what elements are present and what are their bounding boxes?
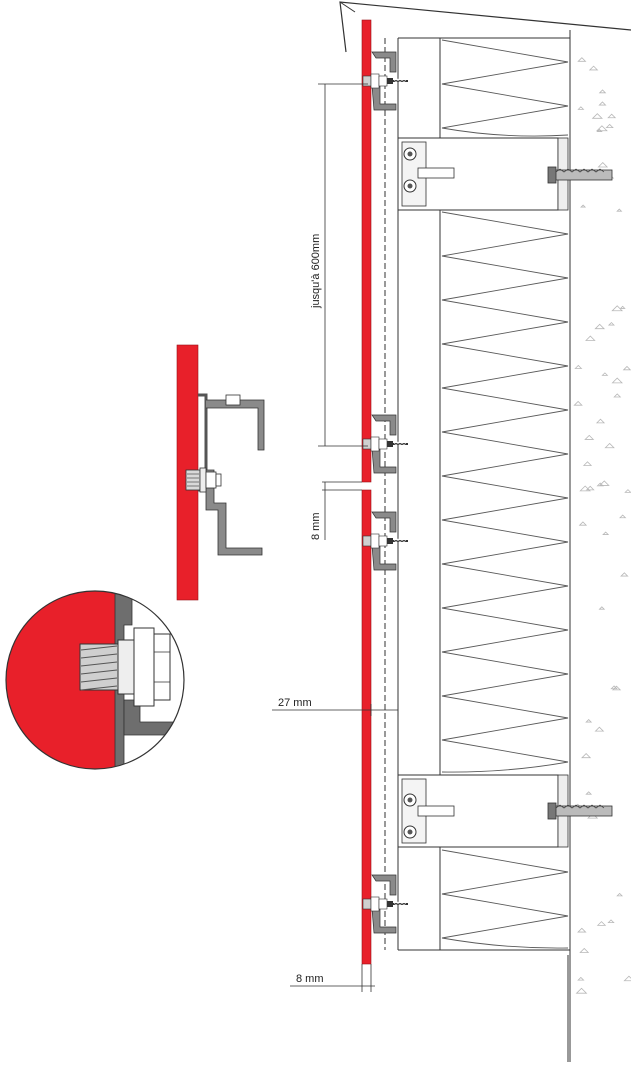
concrete-speck (619, 305, 626, 309)
concrete-speck (601, 372, 609, 376)
concrete-speck (577, 976, 585, 981)
concrete-speck (595, 418, 606, 424)
concrete-speck (580, 204, 587, 208)
concrete-speck (596, 921, 607, 926)
concrete-speck (613, 393, 622, 398)
rail-clip-icon (362, 51, 408, 111)
concrete-speck (624, 489, 631, 493)
cladding-panels (361, 19, 372, 965)
clip-detail (176, 344, 265, 601)
concrete-speck (622, 365, 631, 371)
concrete-speck (604, 442, 615, 449)
concrete-speck (594, 726, 605, 732)
concrete-speck (585, 719, 593, 723)
concrete-speck (578, 521, 588, 526)
top-coping (339, 1, 631, 53)
magnified-detail (5, 590, 185, 770)
concrete-speck (579, 485, 591, 492)
anchor-icon (547, 802, 613, 820)
rail-clips (362, 51, 408, 934)
concrete-speck (607, 321, 615, 326)
concrete-speck (588, 65, 599, 71)
anchor-icon (547, 166, 613, 184)
concrete-speck (597, 162, 609, 168)
concrete-speck (581, 753, 592, 759)
concrete-speck (619, 514, 627, 519)
concrete-speck (591, 113, 603, 119)
cavity-depth-label: 27 mm (278, 697, 312, 709)
cladding-panel-upper (361, 19, 372, 483)
wall-bracket-upper (397, 137, 569, 211)
concrete-speck (585, 335, 596, 341)
concrete-speck (577, 106, 585, 110)
concrete-speck (611, 305, 624, 312)
concrete-speck (620, 572, 629, 577)
joint-gap-label: 8 mm (310, 513, 322, 541)
cladding-panel-lower (361, 489, 372, 965)
dimension-spacing: jusqu'à 600mm (310, 83, 368, 447)
dimension-joint-gap: 8 mm (310, 481, 362, 541)
concrete-speck (585, 791, 593, 795)
concrete-speck (611, 377, 623, 384)
concrete-speck (573, 400, 583, 406)
bolt-icon (79, 627, 171, 707)
concrete-speck (585, 485, 595, 491)
concrete-speck (577, 57, 587, 62)
wall-bracket-lower (397, 774, 569, 848)
spacing-label: jusqu'à 600mm (310, 234, 322, 309)
dimension-bottom-gap: 8 mm (290, 964, 375, 992)
rail-clip-icon (362, 511, 408, 571)
concrete-speck (616, 208, 623, 212)
bolt-icon (185, 467, 222, 493)
concrete-speck (607, 113, 617, 119)
concrete-speck (605, 123, 614, 129)
concrete-speck (582, 461, 593, 466)
concrete-speck (598, 101, 607, 106)
concrete-speck (596, 482, 604, 487)
concrete-wall (567, 30, 631, 1062)
concrete-speck (598, 480, 610, 486)
concrete-speck (574, 364, 583, 369)
concrete-speck (598, 606, 606, 610)
bottom-gap-label: 8 mm (296, 973, 324, 985)
concrete-speck (611, 685, 622, 691)
concrete-speck (579, 947, 590, 953)
concrete-speck (602, 531, 610, 535)
dimension-cavity: 27 mm (272, 697, 399, 716)
concrete-speck (575, 987, 588, 994)
concrete-speck (598, 89, 607, 94)
rail-clip-icon (362, 874, 408, 934)
rail-clip-icon (362, 414, 408, 474)
concrete-speck (584, 434, 595, 440)
concrete-speck (577, 927, 587, 933)
concrete-speck (595, 125, 608, 132)
concrete-speck (607, 919, 615, 924)
concrete-speck (610, 685, 618, 690)
concrete-speck (616, 892, 624, 897)
concrete-speck (623, 975, 631, 982)
concrete-speck (594, 323, 606, 330)
